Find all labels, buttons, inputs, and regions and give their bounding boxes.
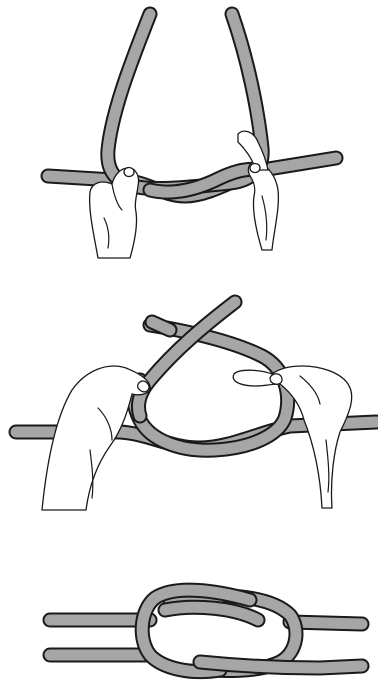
step-1-panel (48, 14, 336, 258)
step-3-panel (50, 590, 362, 671)
step-2-panel (16, 302, 376, 510)
step-3-interlock-strand (165, 607, 258, 620)
step-1-right-thumbnail (250, 164, 260, 173)
step-3-upper-strands (50, 620, 362, 624)
step-1-left-thumbnail (124, 168, 134, 177)
step-2-loop (134, 325, 288, 450)
step-1-right-hand (238, 131, 278, 250)
step-2-left-thumbnail (138, 381, 149, 392)
step-2-right-thumbnail (270, 374, 282, 385)
step-1-u-loop (108, 14, 262, 189)
step-3-exit-strand (200, 662, 362, 668)
step-2-rope-end (152, 322, 170, 330)
